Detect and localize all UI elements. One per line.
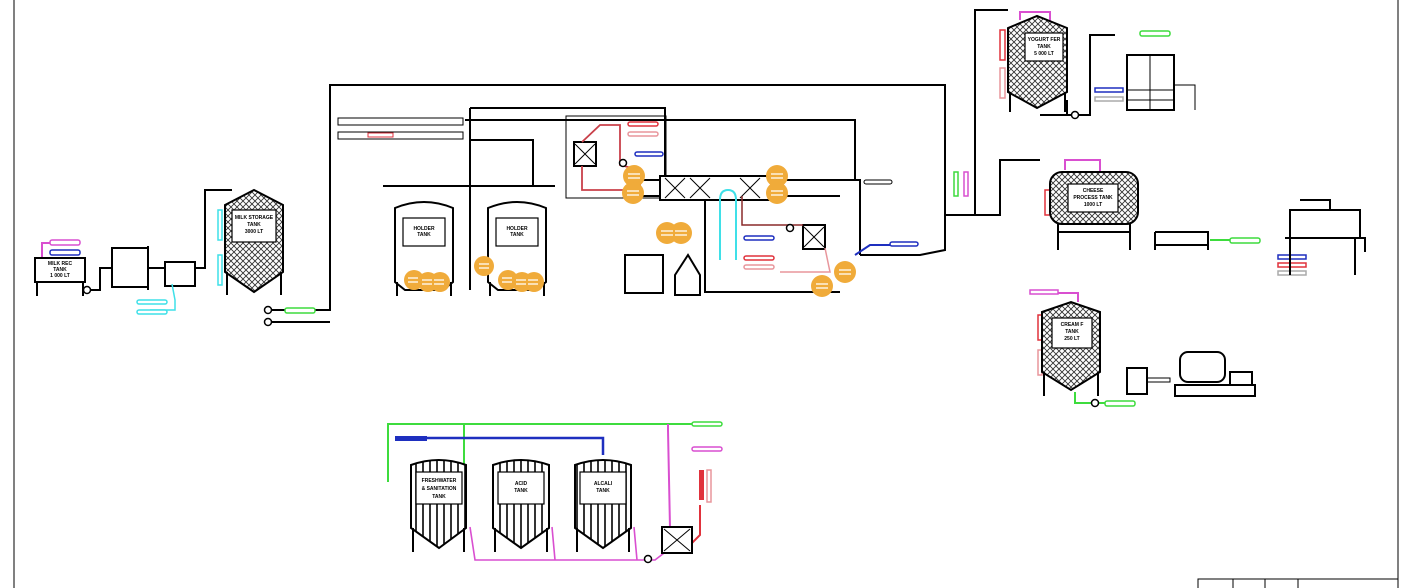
pump-icon (643, 554, 653, 564)
homogenizer (624, 254, 664, 294)
sheet-border (13, 0, 1399, 588)
pump-icon (263, 305, 273, 315)
utility-piping (41, 11, 1307, 561)
comment-bubble (766, 165, 788, 204)
cheese-table (1154, 231, 1209, 250)
comment-bubble (811, 275, 833, 297)
pumps (82, 110, 1100, 564)
pump-icon (618, 158, 628, 168)
comment-bubble (404, 270, 450, 292)
comment-bubble (656, 222, 692, 244)
comment-bubble (474, 256, 494, 276)
annotation-bubbles (404, 165, 856, 297)
pump-icon (263, 317, 273, 327)
comment-bubble (834, 261, 856, 283)
cheese-press-machine (1285, 199, 1366, 275)
comment-bubble (498, 270, 544, 292)
separator (674, 253, 701, 296)
butter-churn (1179, 351, 1226, 383)
plate-heat-exchanger (164, 261, 196, 287)
pump-icon (1070, 110, 1080, 120)
pump-icon (82, 285, 92, 295)
pump-icon (1090, 398, 1100, 408)
pump-icon (785, 223, 795, 233)
pasteurizer-frame (565, 115, 667, 199)
butter-machine (1126, 351, 1256, 397)
comment-bubble (622, 165, 645, 204)
yogurt-filling-machine (1126, 54, 1196, 111)
